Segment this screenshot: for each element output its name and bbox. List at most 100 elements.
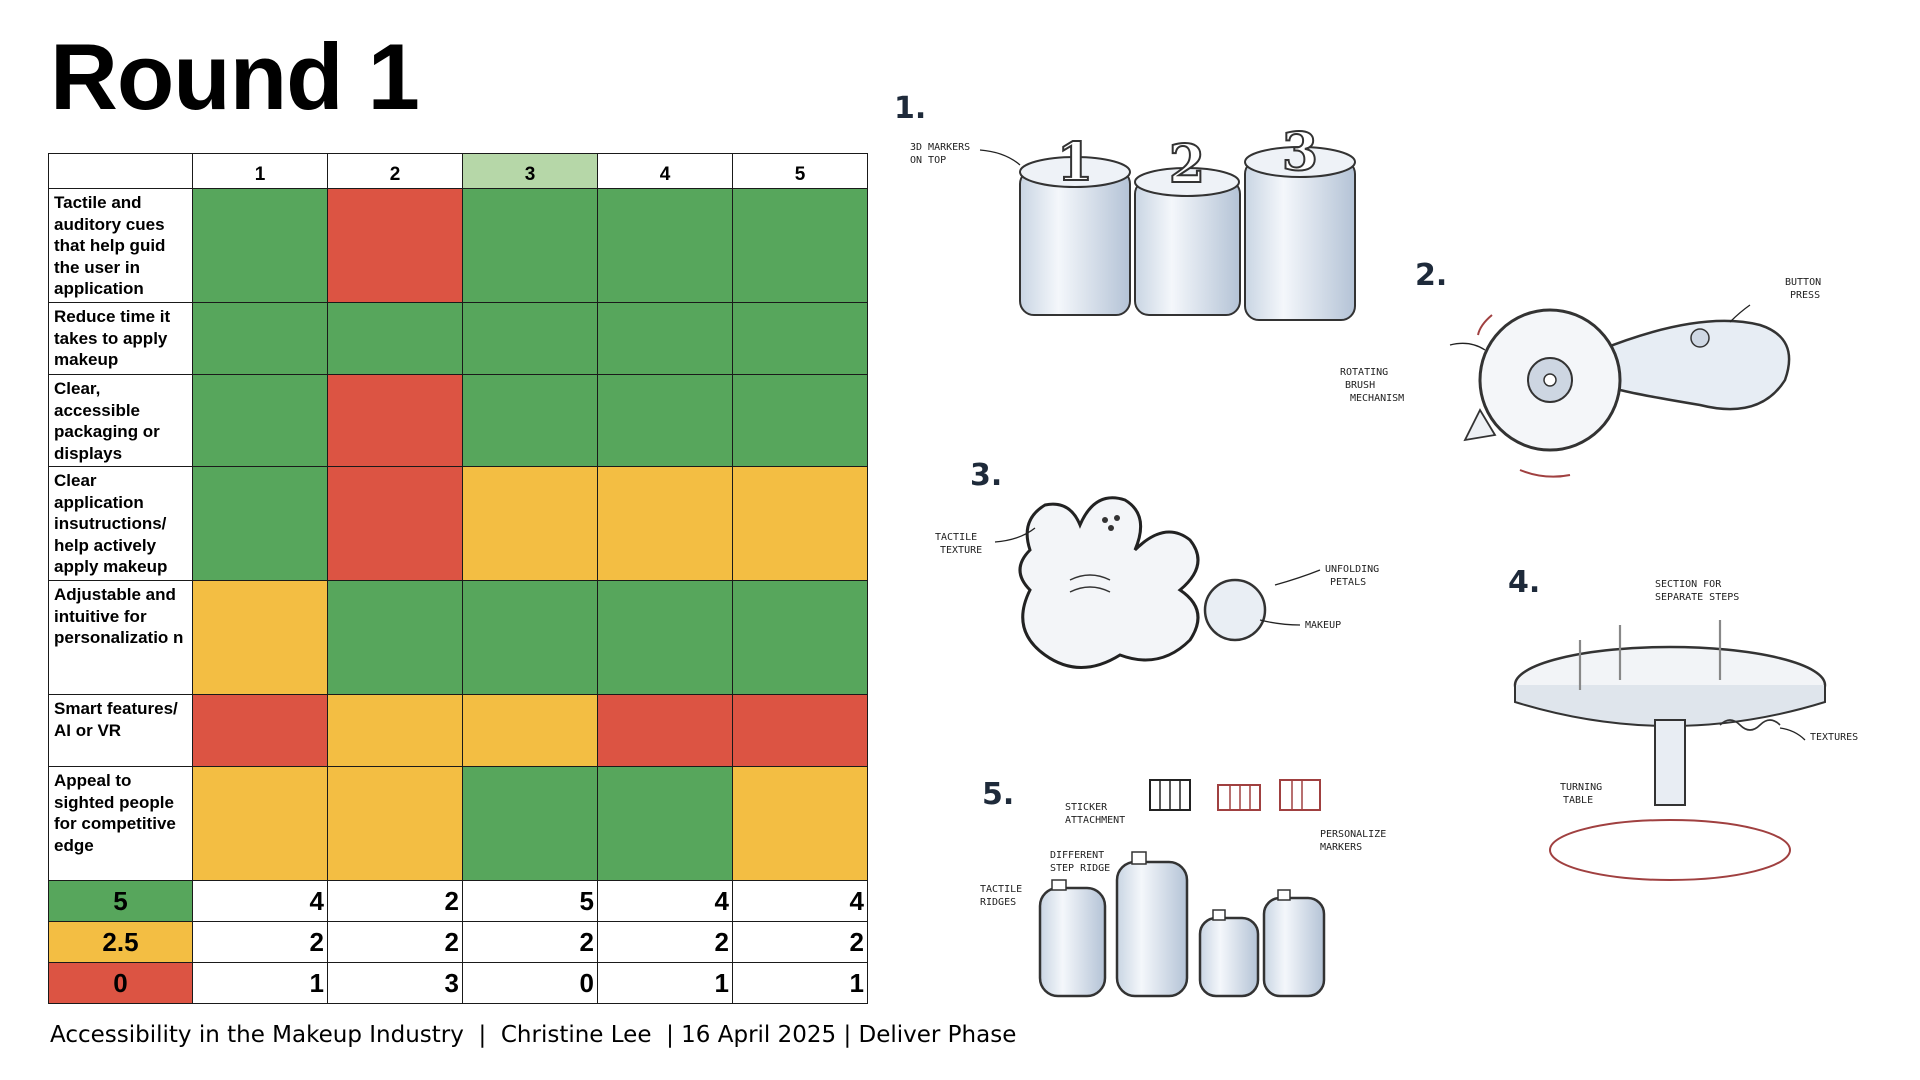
criterion-label: Adjustable and intuitive for personaliza… <box>48 580 193 695</box>
sketch-note: ATTACHMENT <box>1065 815 1125 826</box>
sketch-number: 2. <box>1415 258 1447 293</box>
count-cell: 2 <box>327 921 463 963</box>
rating-cell <box>732 580 868 695</box>
criterion-label: Appeal to sighted people for competitive… <box>48 766 193 881</box>
cylinder-3: 3 <box>1244 121 1356 321</box>
rating-cell <box>462 302 598 375</box>
legend-row-mid: 2.5 2 2 2 2 2 <box>48 921 868 963</box>
matrix-header-row: 1 2 3 4 5 <box>48 153 868 189</box>
criterion-row: Reduce time it takes to apply makeup <box>48 302 868 375</box>
sketch-1-numbered-containers: 1. 3D MARKERS ON TOP 1 2 3 <box>894 91 1356 321</box>
rating-cell <box>327 302 463 375</box>
rating-cell <box>597 766 733 881</box>
sketch-3-unfolding-petals: 3. TACTILE TEXTURE UNFOLDING PETALS MAKE… <box>935 458 1379 669</box>
count-cell: 2 <box>462 921 598 963</box>
count-cell: 2 <box>732 921 868 963</box>
sketch-note: RIDGES <box>980 897 1016 908</box>
rating-cell <box>732 766 868 881</box>
sketch-note: MARKERS <box>1320 842 1362 853</box>
rating-cell <box>192 302 328 375</box>
count-cell: 2 <box>327 880 463 922</box>
sketch-note: TURNING <box>1560 782 1602 793</box>
marker-numeral: 2 <box>1169 134 1205 195</box>
rating-cell <box>597 374 733 467</box>
sketch-note: MAKEUP <box>1305 620 1341 631</box>
marker-numeral: 3 <box>1282 122 1318 183</box>
rating-cell <box>192 766 328 881</box>
rating-cell <box>192 188 328 303</box>
sketch-number: 5. <box>982 777 1014 812</box>
count-cell: 1 <box>192 962 328 1004</box>
sketch-note: PERSONALIZE <box>1320 829 1386 840</box>
rating-cell <box>597 466 733 581</box>
sketch-note: PETALS <box>1330 577 1366 588</box>
count-cell: 2 <box>192 921 328 963</box>
page-title: Round 1 <box>50 24 420 129</box>
count-cell: 5 <box>462 880 598 922</box>
rating-cell <box>327 188 463 303</box>
rating-cell <box>192 694 328 767</box>
count-cell: 4 <box>732 880 868 922</box>
rating-cell <box>192 466 328 581</box>
sketch-note: BRUSH <box>1345 380 1375 391</box>
rating-cell <box>327 466 463 581</box>
rating-cell <box>462 694 598 767</box>
sketch-note: UNFOLDING <box>1325 564 1379 575</box>
criterion-row: Smart features/ AI or VR <box>48 694 868 767</box>
sketch-note: TEXTURES <box>1810 732 1858 743</box>
sketch-note: TACTILE <box>935 532 977 543</box>
rating-cell <box>327 694 463 767</box>
concept-sketches: 1. 3D MARKERS ON TOP 1 2 3 2. BUTTON PRE… <box>894 91 1858 998</box>
sketch-note: 3D MARKERS <box>910 142 970 153</box>
sketch-note: STEP RIDGE <box>1050 863 1110 874</box>
count-cell: 1 <box>732 962 868 1004</box>
count-cell: 4 <box>597 880 733 922</box>
rating-cell <box>732 188 868 303</box>
sketch-note: TACTILE <box>980 884 1022 895</box>
legend-score-mid: 2.5 <box>48 921 193 963</box>
count-cell: 1 <box>597 962 733 1004</box>
sketch-number: 3. <box>970 458 1002 493</box>
legend-row-low: 0 1 3 0 1 1 <box>48 962 868 1004</box>
criterion-label: Reduce time it takes to apply makeup <box>48 302 193 375</box>
concept-header-highlighted: 3 <box>462 153 598 189</box>
sketch-2-rotating-brush: 2. BUTTON PRESS ROTATING BRUSH MECHANISM <box>1340 258 1821 478</box>
footer-text: Accessibility in the Makeup Industry | C… <box>50 1022 1017 1048</box>
rating-cell <box>597 580 733 695</box>
evaluation-matrix: 1 2 3 4 5 Tactile and auditory cues that… <box>48 153 868 1004</box>
criterion-label: Tactile and auditory cues that help guid… <box>48 188 193 303</box>
sketch-note: STICKER <box>1065 802 1108 813</box>
rating-cell <box>462 766 598 881</box>
concept-header: 2 <box>327 153 463 189</box>
criterion-row: Tactile and auditory cues that help guid… <box>48 188 868 303</box>
sketch-note: ON TOP <box>910 155 946 166</box>
criterion-row: Clear application insutructions/ help ac… <box>48 466 868 581</box>
criterion-row: Adjustable and intuitive for personaliza… <box>48 580 868 695</box>
criterion-label: Clear application insutructions/ help ac… <box>48 466 193 581</box>
sketch-number: 4. <box>1508 565 1540 600</box>
rating-cell <box>462 466 598 581</box>
concept-header: 1 <box>192 153 328 189</box>
rating-cell <box>462 188 598 303</box>
rating-cell <box>732 694 868 767</box>
count-cell: 2 <box>597 921 733 963</box>
sketch-note: MECHANISM <box>1350 393 1404 404</box>
sketch-note: DIFFERENT <box>1050 850 1104 861</box>
count-cell: 0 <box>462 962 598 1004</box>
rating-cell <box>192 374 328 467</box>
rating-cell <box>462 374 598 467</box>
sketch-number: 1. <box>894 91 926 126</box>
rating-cell <box>327 580 463 695</box>
rating-cell <box>597 694 733 767</box>
criterion-row: Clear, accessible packaging or displays <box>48 374 868 467</box>
sketch-4-turning-table: 4. SECTION FOR SEPARATE STEPS TEXTURES T… <box>1508 565 1858 881</box>
sketch-note: PRESS <box>1790 290 1820 301</box>
rating-cell <box>597 302 733 375</box>
legend-score-high: 5 <box>48 880 193 922</box>
legend-score-low: 0 <box>48 962 193 1004</box>
cylinder-2: 2 <box>1134 133 1241 316</box>
rating-cell <box>462 580 598 695</box>
sketch-note: TEXTURE <box>940 545 982 556</box>
concept-header: 5 <box>732 153 868 189</box>
sketch-5-sticker-markers: 5. STICKER ATTACHMENT PERSONALIZE MARKER… <box>980 777 1386 998</box>
